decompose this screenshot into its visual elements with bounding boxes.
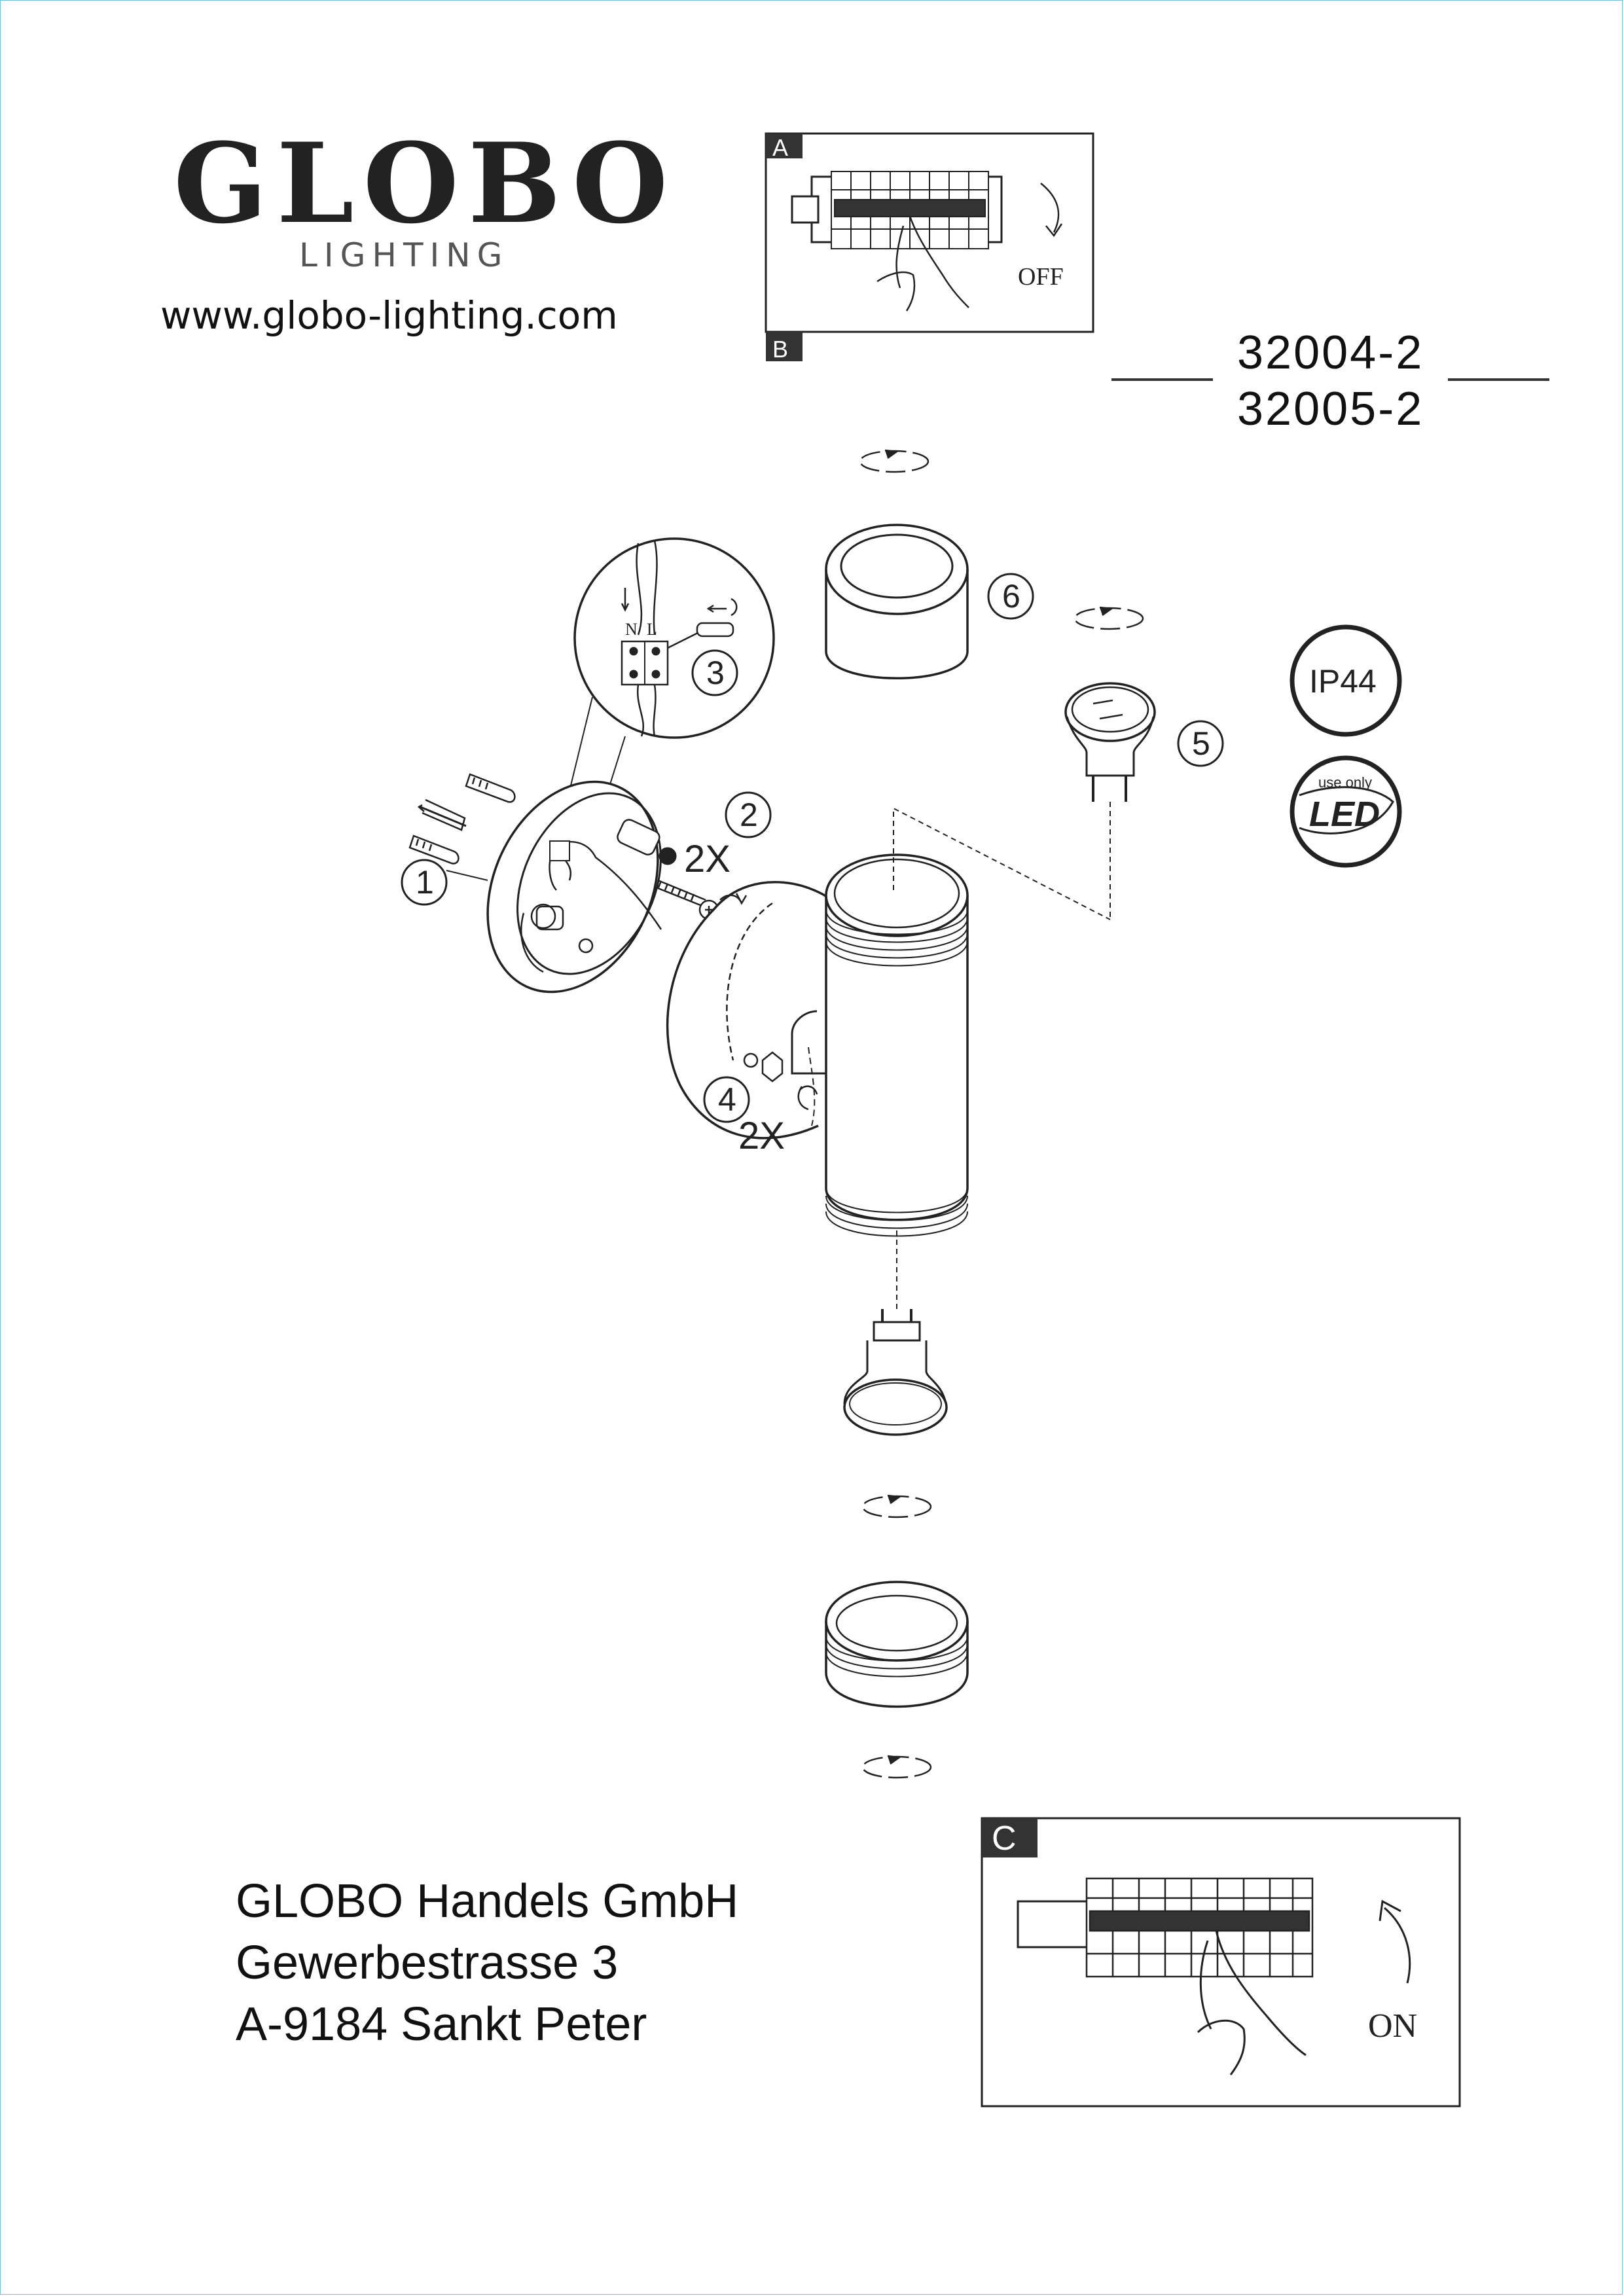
step-6-label: 6: [1002, 578, 1020, 615]
panel-c-tag: C: [992, 1820, 1017, 1857]
bottom-cap-ring: [825, 1581, 969, 1708]
wall-mounting-plate: [486, 780, 677, 994]
step-2-label: 2: [740, 797, 758, 833]
logo-wordmark: GLOBO: [173, 118, 677, 248]
logo-subtitle: LIGHTING: [299, 236, 509, 274]
panel-a-state: OFF: [1018, 263, 1064, 291]
gu10-lamp-lower: [843, 1309, 948, 1436]
model-rule-left: [1111, 378, 1213, 381]
panel-c-state: ON: [1368, 2007, 1417, 2045]
address-line-3: A-9184 Sankt Peter: [236, 1998, 647, 2051]
website-link[interactable]: www.globo-lighting.com: [160, 293, 618, 338]
step-3-label: 3: [706, 655, 725, 691]
company-address: GLOBO Handels GmbH Gewerbestrasse 3 A-91…: [236, 1871, 738, 2055]
gu10-lamp-upper: [1064, 682, 1156, 920]
step-1-label: 1: [416, 864, 434, 901]
terminal-l: L: [647, 620, 657, 639]
breaker-row-a: [831, 171, 989, 249]
wall-plugs: [408, 773, 516, 865]
led-only-badge: use only LED: [1290, 755, 1402, 868]
wiring-detail-circle: N L: [556, 537, 775, 852]
panel-a-tag: A: [772, 134, 788, 161]
model-number-2: 32005-2: [1237, 383, 1424, 435]
step-4-quantity: 2X: [738, 1115, 785, 1157]
globo-logo: GLOBO LIGHTING: [173, 118, 681, 275]
fixture-back-plate: [666, 881, 839, 1139]
address-line-2: Gewerbestrasse 3: [236, 1937, 619, 1989]
rotate-arrows: [859, 449, 1144, 1779]
panel-a-breaker-off: A B OFF: [765, 132, 1094, 363]
panel-c-breaker-on: C ON: [981, 1817, 1461, 2108]
breaker-row-c: [1085, 1877, 1314, 1978]
step-2-quantity: 2X: [684, 838, 731, 880]
led-text: LED: [1309, 795, 1380, 834]
ip44-text: IP44: [1309, 663, 1377, 700]
fixture-cylinder: [799, 853, 969, 1237]
model-number-1: 32004-2: [1237, 327, 1424, 379]
model-rule-right: [1448, 378, 1549, 381]
ip44-badge: IP44: [1290, 624, 1402, 737]
top-cap-ring: [825, 524, 969, 679]
panel-b-tag: B: [772, 336, 788, 363]
step-4-label: 4: [718, 1081, 736, 1118]
address-line-1: GLOBO Handels GmbH: [236, 1875, 739, 1928]
mounting-screws: [654, 879, 719, 920]
guide-lines: [893, 807, 1111, 1309]
step-5-label: 5: [1192, 725, 1210, 762]
terminal-n: N: [625, 620, 638, 639]
